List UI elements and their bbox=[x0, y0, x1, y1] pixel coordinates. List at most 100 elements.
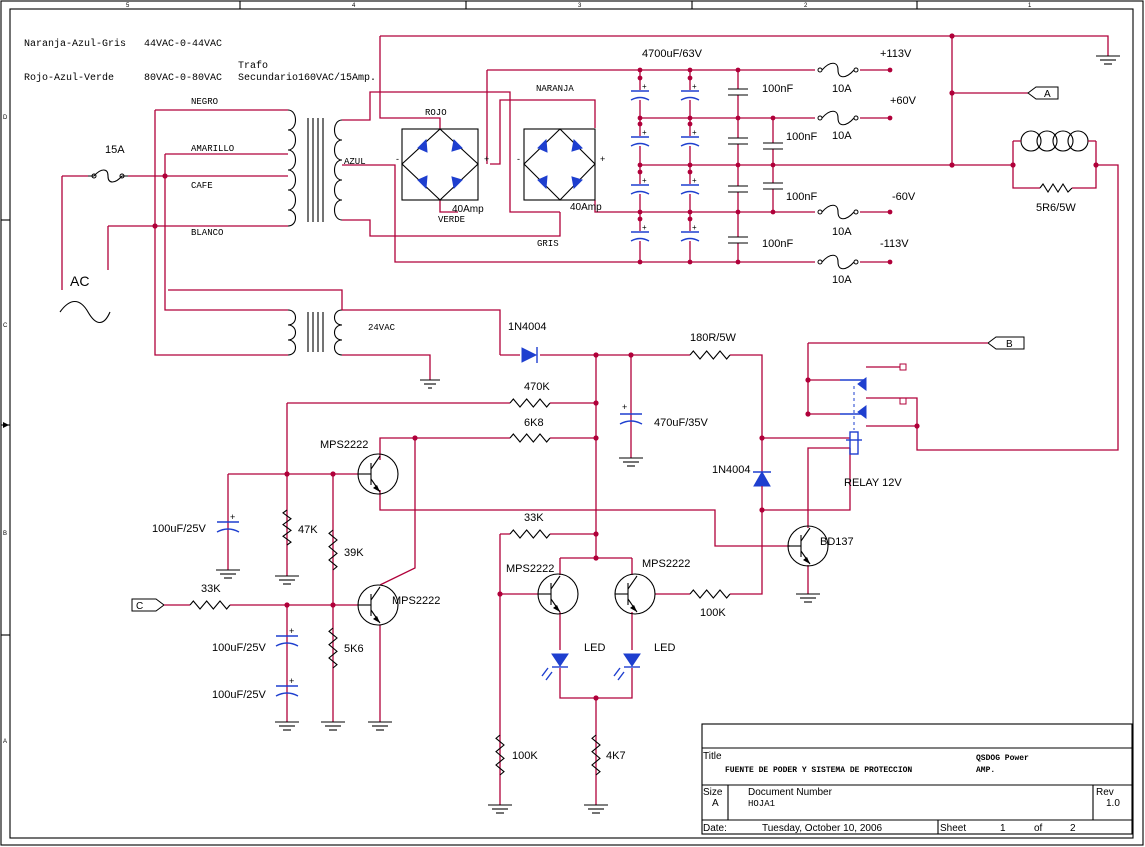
ground-1 bbox=[216, 569, 240, 579]
rail-label-60p: +60V bbox=[890, 95, 917, 107]
rail-fuse-4 bbox=[817, 254, 893, 270]
svg-text:+: + bbox=[642, 176, 647, 185]
filter-cap-5: + bbox=[630, 169, 650, 195]
row-label-c: C bbox=[3, 323, 8, 329]
ground-4 bbox=[368, 721, 392, 731]
note-colors-1: Naranja-Azul-Gris bbox=[24, 38, 126, 50]
diode-1-label: 1N4004 bbox=[508, 321, 547, 333]
output-resistor: 5R6/5W bbox=[1036, 182, 1076, 214]
output-inductor bbox=[1012, 130, 1097, 165]
rail-fuse-1 bbox=[817, 62, 893, 78]
cap-100uf-1: + 100uF/25V bbox=[152, 512, 240, 535]
cap-100uf-2: + 100uF/25V bbox=[212, 626, 299, 654]
filter-cap-1: + bbox=[630, 75, 650, 101]
bridge-label-naranja: NARANJA bbox=[536, 84, 574, 94]
bridge-label-rojo: ROJO bbox=[425, 108, 447, 118]
r-39k-label: 39K bbox=[344, 547, 364, 559]
protection-wiring bbox=[164, 342, 988, 805]
note-trafo: Trafo bbox=[238, 60, 268, 72]
filter-cap-7: + bbox=[630, 216, 650, 242]
rail-label-113p: +113V bbox=[880, 48, 912, 60]
cap-100nf-1: 100nF bbox=[762, 83, 793, 95]
row-label-b: B bbox=[3, 531, 7, 537]
svg-text:+: + bbox=[642, 128, 647, 137]
sheet-value: 1 bbox=[1000, 823, 1006, 834]
row-label-a: A bbox=[3, 739, 7, 745]
resistor-100k bbox=[495, 734, 505, 776]
svg-text:+: + bbox=[600, 154, 605, 164]
size-label: Size bbox=[703, 787, 723, 798]
ground-aux bbox=[420, 379, 440, 389]
svg-text:+: + bbox=[230, 512, 235, 522]
svg-text:+: + bbox=[642, 82, 647, 91]
project-line-2: AMP. bbox=[976, 766, 995, 775]
q2-label: MPS2222 bbox=[392, 595, 440, 607]
cap-100nf-4: 100nF bbox=[762, 238, 793, 250]
note-secondary: Secundario160VAC/15Amp. bbox=[238, 72, 376, 84]
wire-negro: NEGRO bbox=[191, 97, 218, 107]
note-voltage-1: 44VAC-0-44VAC bbox=[144, 39, 222, 50]
rev-value: 1.0 bbox=[1106, 798, 1120, 809]
filter-cap-2: + bbox=[680, 75, 700, 101]
transistor-q3 bbox=[537, 573, 579, 615]
rail-fuse-3 bbox=[817, 204, 893, 220]
resistor-33k-top bbox=[509, 529, 551, 539]
bridge-rectifier-1: + - ROJO VERDE 40Amp bbox=[396, 108, 489, 225]
svg-text:+: + bbox=[622, 402, 627, 412]
transistor-bd137 bbox=[787, 525, 829, 567]
q5-label: BD137 bbox=[820, 536, 854, 548]
ground-2 bbox=[275, 575, 299, 585]
rail-label-60n: -60V bbox=[892, 191, 916, 203]
header-notes: Naranja-Azul-Gris 44VAC-0-44VAC Rojo-Azu… bbox=[24, 38, 376, 84]
mains-fuse-label: 15A bbox=[105, 144, 125, 156]
filter-cap-6: + bbox=[680, 169, 700, 195]
project-line-1: QSDOG Power bbox=[976, 754, 1029, 763]
row-label-d: D bbox=[3, 115, 8, 121]
docnum-value: HOJA1 bbox=[748, 799, 775, 809]
resistor-6k8 bbox=[509, 433, 551, 443]
note-voltage-2: 80VAC-0-80VAC bbox=[144, 73, 222, 84]
transistor-q1 bbox=[357, 453, 399, 495]
bridge-label-verde: VERDE bbox=[438, 215, 465, 225]
r-470k-label: 470K bbox=[524, 381, 550, 393]
col-label-5: 5 bbox=[126, 3, 130, 9]
rail-fuse-2 bbox=[817, 110, 893, 126]
filter-cap-4: + bbox=[680, 121, 700, 147]
main-transformer: AZUL bbox=[287, 109, 366, 227]
r-5k6-label: 5K6 bbox=[344, 643, 364, 655]
film-cap-3 bbox=[763, 182, 783, 190]
wire-cafe: CAFE bbox=[191, 181, 213, 191]
svg-text:+: + bbox=[484, 154, 489, 164]
bridge-rating-1: 40Amp bbox=[452, 204, 484, 215]
q1-label: MPS2222 bbox=[320, 439, 368, 451]
q3-label: MPS2222 bbox=[506, 563, 554, 575]
r-100k-b-label: 100K bbox=[700, 607, 726, 619]
resistor-47k bbox=[282, 509, 292, 546]
r-100k-label: 100K bbox=[512, 750, 538, 762]
port-c: C bbox=[131, 598, 165, 612]
r-4k7-label: 4K7 bbox=[606, 750, 626, 762]
led-2: LED bbox=[613, 642, 675, 681]
main-cap-label: 4700uF/63V bbox=[642, 48, 703, 60]
relay-12v: RELAY 12V bbox=[840, 363, 907, 489]
resistor-39k bbox=[328, 529, 338, 571]
ground-6 bbox=[619, 457, 643, 467]
svg-text:+: + bbox=[692, 82, 697, 91]
note-colors-2: Rojo-Azul-Verde bbox=[24, 72, 114, 84]
led-2-label: LED bbox=[654, 642, 675, 654]
port-a: A bbox=[1027, 86, 1059, 100]
film-cap-2 bbox=[763, 142, 783, 150]
cap-100uf-3: + 100uF/25V bbox=[212, 676, 299, 701]
r-33k-in-label: 33K bbox=[201, 583, 221, 595]
date-value: Tuesday, October 10, 2006 bbox=[762, 823, 883, 834]
size-value: A bbox=[712, 798, 719, 809]
transistor-q2 bbox=[357, 584, 399, 626]
aux-transformer: 24VAC bbox=[168, 289, 501, 389]
port-c-label: C bbox=[136, 601, 143, 612]
led-1-label: LED bbox=[584, 642, 605, 654]
border-arrow bbox=[3, 422, 9, 428]
film-cap-5 bbox=[728, 137, 748, 145]
r-33k-top-label: 33K bbox=[524, 512, 544, 524]
svg-text:+: + bbox=[642, 223, 647, 232]
